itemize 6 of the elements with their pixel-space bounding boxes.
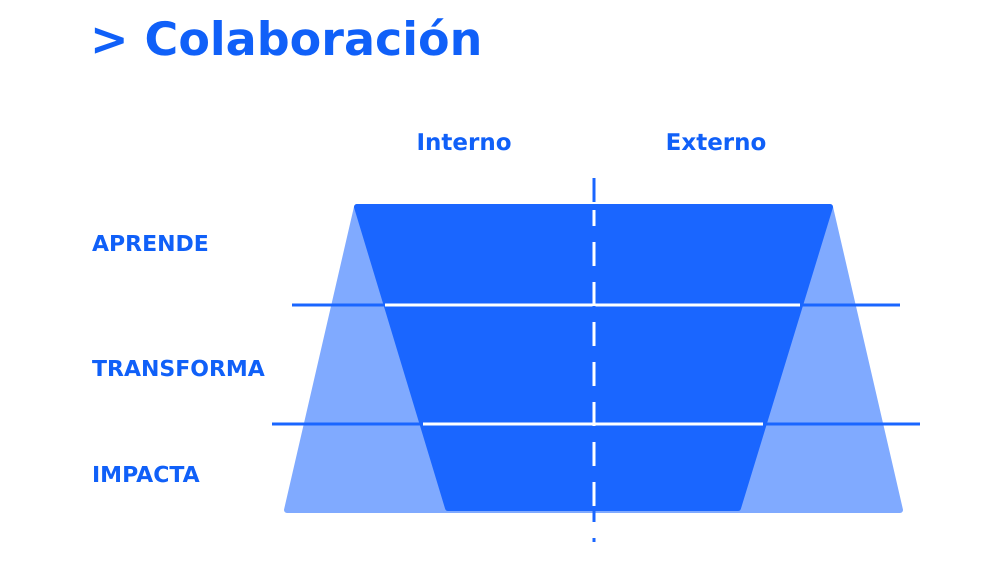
- row-label: APRENDE: [92, 232, 209, 257]
- column-heading: Interno: [416, 130, 512, 156]
- column-heading: Externo: [666, 130, 766, 156]
- page-title: > Colaboración: [90, 12, 482, 66]
- row-label: IMPACTA: [92, 463, 200, 488]
- row-label: TRANSFORMA: [92, 357, 265, 382]
